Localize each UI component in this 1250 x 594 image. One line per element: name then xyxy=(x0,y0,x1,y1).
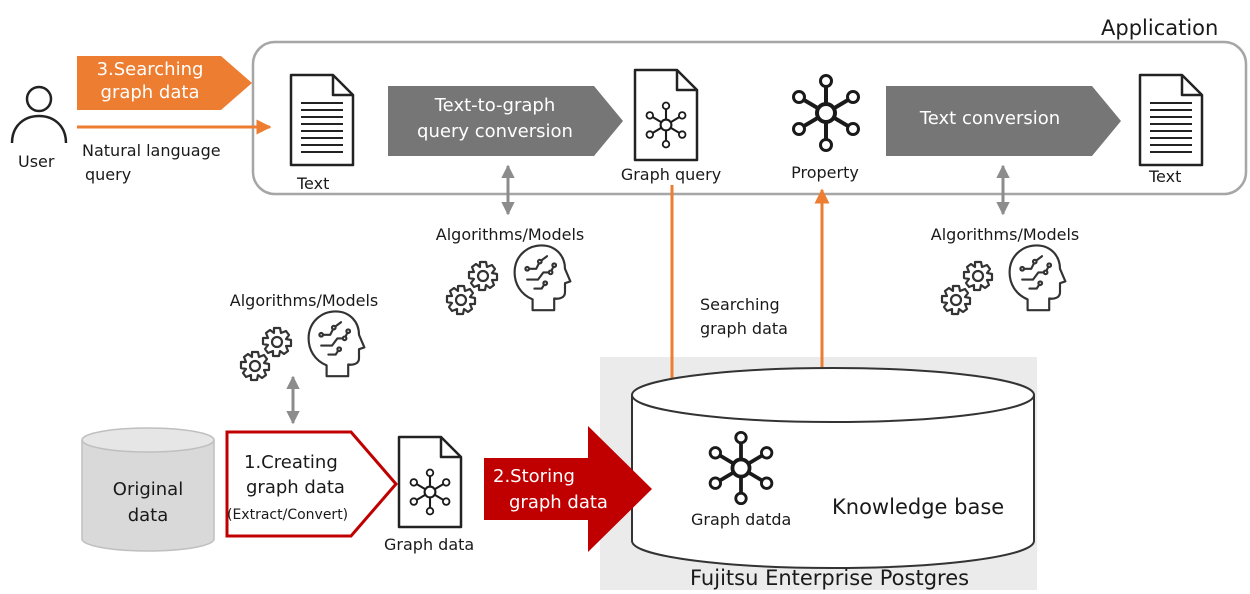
conversion-label-line1: Text-to-graph xyxy=(434,95,556,116)
brain-icon xyxy=(513,244,572,312)
brain-icon xyxy=(307,310,366,378)
original-data-cylinder xyxy=(81,427,215,552)
text-out-doc-icon xyxy=(1138,73,1204,167)
user-label: User xyxy=(18,152,55,171)
brain-icon xyxy=(1008,244,1067,312)
step2-label-line1: 2.Storing xyxy=(493,466,575,487)
query-label-line2: query xyxy=(85,165,132,184)
text-out-label: Text xyxy=(1149,167,1182,186)
gear-icon xyxy=(239,326,293,382)
product-label: Fujitsu Enterprise Postgres xyxy=(690,566,970,590)
original-label-line1: Original xyxy=(112,479,184,500)
step3-arrow xyxy=(77,56,252,110)
gear-icon xyxy=(445,260,499,316)
conversion-label-line2: query conversion xyxy=(417,121,573,142)
knowledge-base-cylinder xyxy=(631,367,1035,569)
graph-data-label: Graph data xyxy=(384,535,475,554)
models-label-middle: Algorithms/Models xyxy=(435,225,585,244)
gear-icon xyxy=(940,260,994,316)
graph-datda-label: Graph datda xyxy=(691,510,792,529)
knowledge-base-label: Knowledge base xyxy=(832,495,1005,519)
step3-label-line1: 3.Searching xyxy=(96,59,204,80)
step2-arrow xyxy=(484,426,652,552)
search-label-line2: graph data xyxy=(700,319,788,338)
step1-arrow xyxy=(225,430,398,538)
user-icon xyxy=(10,85,68,144)
application-title: Application xyxy=(1101,16,1219,40)
models-label-left: Algorithms/Models xyxy=(229,291,379,310)
property-label: Property xyxy=(791,163,859,182)
text-doc-icon xyxy=(289,73,355,167)
step3-label-line2: graph data xyxy=(100,82,200,103)
original-label-line2: data xyxy=(127,505,169,526)
graph-data-doc-icon xyxy=(397,435,463,529)
step1-label-line2: graph data xyxy=(246,477,345,498)
search-label-line1: Searching xyxy=(700,295,780,314)
query-label-line1: Natural language xyxy=(82,141,221,160)
text-in-label: Text xyxy=(297,174,330,193)
text-to-graph-arrow xyxy=(388,86,623,156)
step2-label-line2: graph data xyxy=(509,492,608,513)
text-conversion-label: Text conversion xyxy=(919,108,1061,129)
text-conversion-arrow xyxy=(886,86,1121,156)
graph-query-doc-icon xyxy=(633,68,699,162)
step1-label-line1: 1.Creating xyxy=(244,452,338,473)
step1-label-line3: (Extract/Convert) xyxy=(227,507,349,523)
models-label-right: Algorithms/Models xyxy=(930,225,1080,244)
graph-query-label: Graph query xyxy=(620,165,722,184)
